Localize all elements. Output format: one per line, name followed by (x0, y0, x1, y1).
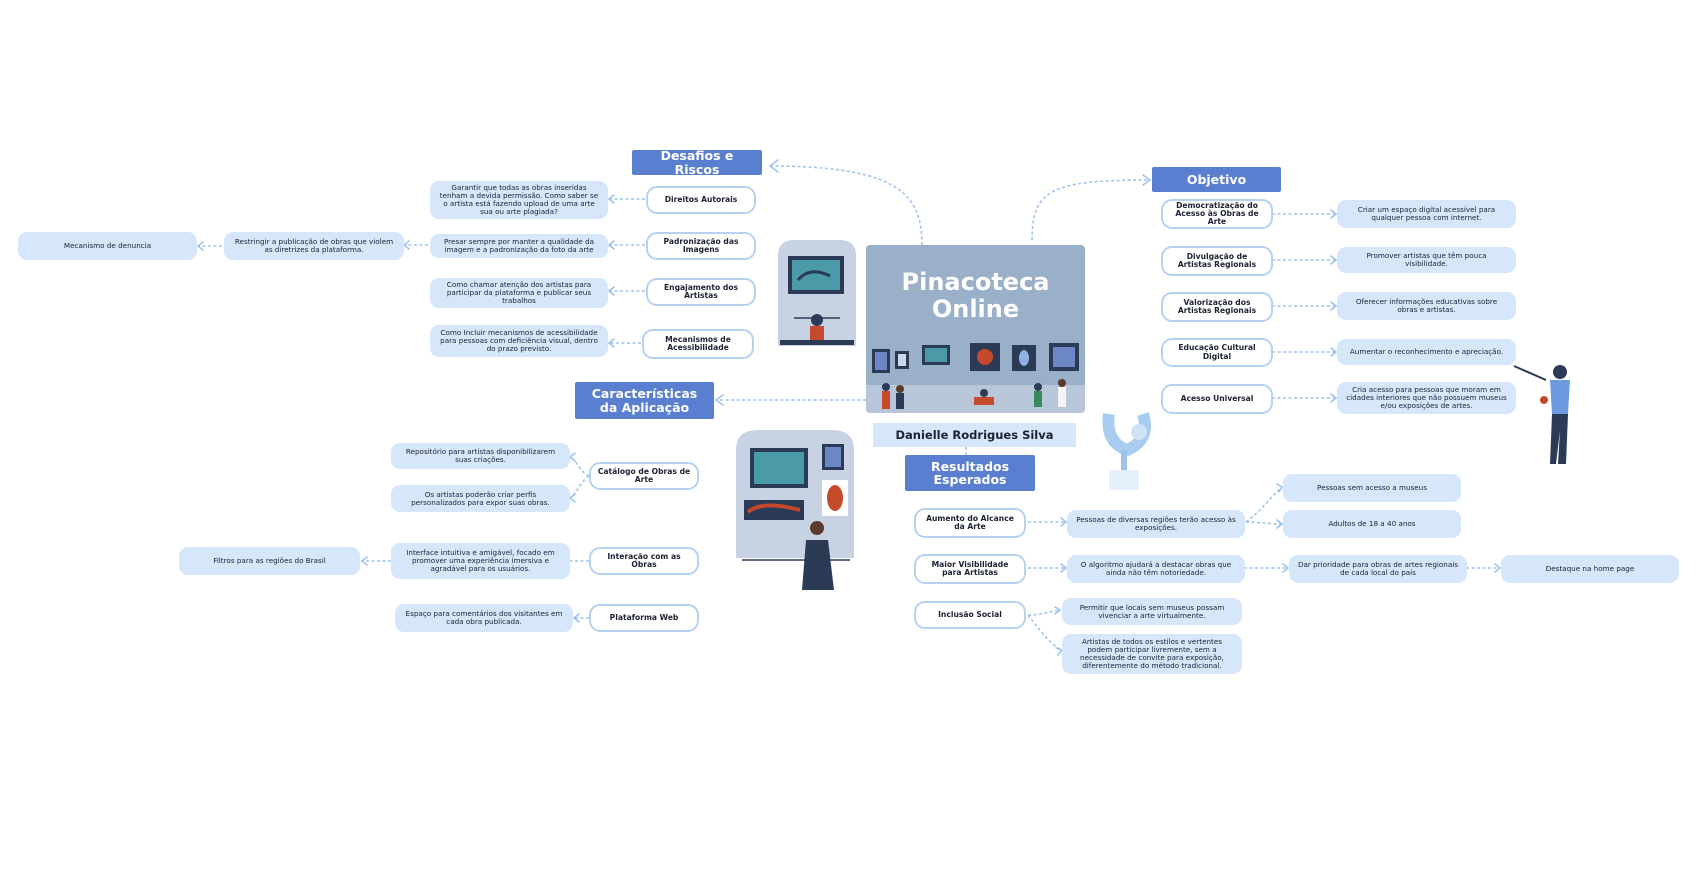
res-prioridade: Dar prioridade para obras de artes regio… (1289, 555, 1467, 583)
detail-engajamento: Como chamar atenção dos artistas para pa… (430, 278, 608, 308)
car-detail-interface: Interface intuitiva e amigável, focado e… (391, 543, 570, 579)
detail-padronizacao: Presar sempre por manter a qualidade da … (430, 234, 608, 258)
central-title-line2: Online (931, 294, 1020, 323)
item-padronizacao[interactable]: Padronização das Imagens (646, 232, 756, 260)
obj-educacao[interactable]: Educação Cultural Digital (1161, 338, 1273, 367)
sculpture-illustration (1102, 412, 1151, 490)
res-detail-artistas: Artistas de todos os estilos e vertentes… (1062, 634, 1242, 674)
item-engajamento[interactable]: Engajamento dos Artistas (646, 278, 756, 306)
detail-direitos: Garantir que todas as obras inseridas te… (430, 181, 608, 219)
mecanismo-denuncia: Mecanismo de denuncia (18, 232, 197, 260)
section-resultados[interactable]: Resultados Esperados (905, 455, 1035, 491)
gallery-illustration (866, 343, 1085, 413)
obj-detail-educacao: Aumentar o reconhecimento e apreciação. (1337, 339, 1516, 365)
section-caracteristicas[interactable]: Características da Aplicação (575, 382, 714, 419)
obj-detail-divulgacao: Promover artistas que têm pouca visibili… (1337, 247, 1516, 273)
item-acessibilidade[interactable]: Mecanismos de Acessibilidade (642, 329, 754, 359)
author-label: Danielle Rodrigues Silva (873, 423, 1076, 447)
car-detail-repositorio: Repositório para artistas disponibilizar… (391, 443, 570, 469)
obj-detail-acesso: Cria acesso para pessoas que moram em ci… (1337, 382, 1516, 414)
obj-divulgacao[interactable]: Divulgação de Artistas Regionais (1161, 246, 1273, 276)
car-catalogo[interactable]: Catálogo de Obras de Arte (589, 462, 699, 490)
central-title: Pinacoteca Online (866, 269, 1085, 323)
res-detail-alcance: Pessoas de diversas regiões terão acesso… (1067, 510, 1245, 538)
visitor-photo-illustration (736, 430, 854, 590)
res-home-page: Destaque na home page (1501, 555, 1679, 583)
car-filtros: Filtros para as regiões do Brasil (179, 547, 360, 575)
car-detail-perfis: Os artistas poderão criar perfis persona… (391, 485, 570, 512)
restringir-publicacao: Restringir a publicação de obras que vio… (224, 232, 404, 260)
obj-detail-valorizacao: Oferecer informações educativas sobre ob… (1337, 292, 1516, 320)
obj-democratizacao[interactable]: Democratização do Acesso às Obras de Art… (1161, 199, 1273, 229)
obj-valorizacao[interactable]: Valorização dos Artistas Regionais (1161, 292, 1273, 322)
res-detail-locais: Permitir que locais sem museus possam vi… (1062, 598, 1242, 625)
res-inclusao[interactable]: Inclusão Social (914, 601, 1026, 629)
car-plataforma[interactable]: Plataforma Web (589, 604, 699, 632)
res-alcance[interactable]: Aumento do Alcance da Arte (914, 508, 1026, 538)
car-detail-comentarios: Espaço para comentários dos visitantes e… (395, 604, 573, 632)
res-adultos: Adultos de 18 a 40 anos (1283, 510, 1461, 538)
visitor-bench-illustration (778, 240, 856, 346)
detail-acessibilidade: Como Incluir mecanismos de acessibilidad… (430, 325, 608, 357)
res-sem-acesso: Pessoas sem acesso a museus (1283, 474, 1461, 502)
obj-detail-democratizacao: Criar um espaço digital acessível para q… (1337, 200, 1516, 228)
central-node: Pinacoteca Online (866, 245, 1085, 413)
res-visibilidade[interactable]: Maior Visibilidade para Artistas (914, 554, 1026, 584)
item-direitos-autorais[interactable]: Direitos Autorais (646, 186, 756, 214)
section-desafios[interactable]: Desafios e Riscos (632, 149, 762, 176)
obj-acesso-universal[interactable]: Acesso Universal (1161, 384, 1273, 414)
car-interacao[interactable]: Interação com as Obras (589, 547, 699, 575)
presenter-illustration (1513, 365, 1570, 464)
central-title-line1: Pinacoteca (901, 268, 1050, 296)
section-objetivo[interactable]: Objetivo (1152, 167, 1281, 192)
res-detail-visibilidade: O algoritmo ajudará a destacar obras que… (1067, 555, 1245, 583)
